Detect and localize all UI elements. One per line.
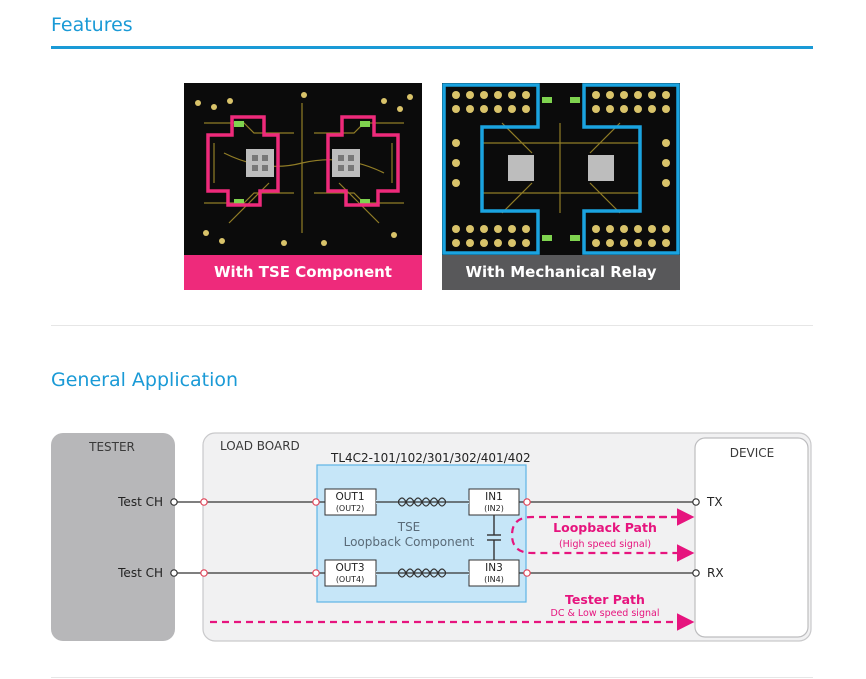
test-channel-label-2: Test CH [117, 566, 163, 580]
relay-pcb-image [442, 83, 680, 255]
loopback-capacitor [487, 515, 501, 560]
component-subtitle: Loopback Component [344, 535, 475, 549]
inductor-coil-top [397, 497, 447, 507]
tester-terminal-1 [170, 498, 178, 506]
port-out1-box [324, 488, 377, 516]
port-out1-label: OUT1 [335, 491, 364, 503]
tester-path-title: Tester Path [565, 592, 645, 607]
loadboard-node-2 [200, 569, 208, 577]
tester-terminal-2 [170, 569, 178, 577]
tester-label: TESTER [88, 440, 135, 454]
component-title: TSE [397, 520, 421, 534]
mechanical-relay-card: With Mechanical Relay [442, 83, 680, 290]
test-channel-label-1: Test CH [117, 495, 163, 509]
port-out2-sublabel: (OUT2) [336, 504, 364, 513]
features-heading: Features [51, 14, 133, 36]
component-node-4 [523, 569, 531, 577]
device-pin-tx: TX [706, 495, 723, 509]
port-in2-sublabel: (IN2) [484, 504, 504, 513]
device-label: DEVICE [730, 446, 775, 460]
port-in3-box [468, 559, 520, 587]
section-divider [51, 325, 813, 326]
relay-card-caption: With Mechanical Relay [442, 255, 680, 290]
device-box [694, 437, 809, 638]
load-board-label: LOAD BOARD [220, 439, 300, 453]
loadboard-node-1 [200, 498, 208, 506]
part-numbers-label: TL4C2-101/102/301/302/401/402 [330, 451, 531, 465]
component-node-3 [523, 498, 531, 506]
tester-path-subtitle: DC & Low speed signal [551, 608, 660, 619]
component-node-1 [312, 498, 320, 506]
component-node-2 [312, 569, 320, 577]
bottom-divider [51, 677, 813, 678]
port-out3-box [324, 559, 377, 587]
device-terminal-rx [692, 569, 700, 577]
port-out4-sublabel: (OUT4) [336, 575, 364, 584]
tse-component-card: With TSE Component [184, 83, 422, 290]
port-out3-label: OUT3 [335, 562, 364, 574]
features-divider [51, 46, 813, 49]
loopback-path-title: Loopback Path [553, 520, 657, 535]
tester-box [51, 433, 175, 641]
inductor-coil-bottom [397, 568, 447, 578]
general-application-heading: General Application [51, 369, 239, 391]
port-in3-label: IN3 [485, 562, 503, 574]
device-pin-rx: RX [707, 566, 724, 580]
port-in1-label: IN1 [485, 491, 503, 503]
tse-card-caption: With TSE Component [184, 255, 422, 290]
device-terminal-tx [692, 498, 700, 506]
port-in4-sublabel: (IN4) [484, 575, 504, 584]
tse-pcb-image [184, 83, 422, 255]
loopback-path-subtitle: (High speed signal) [559, 539, 651, 550]
